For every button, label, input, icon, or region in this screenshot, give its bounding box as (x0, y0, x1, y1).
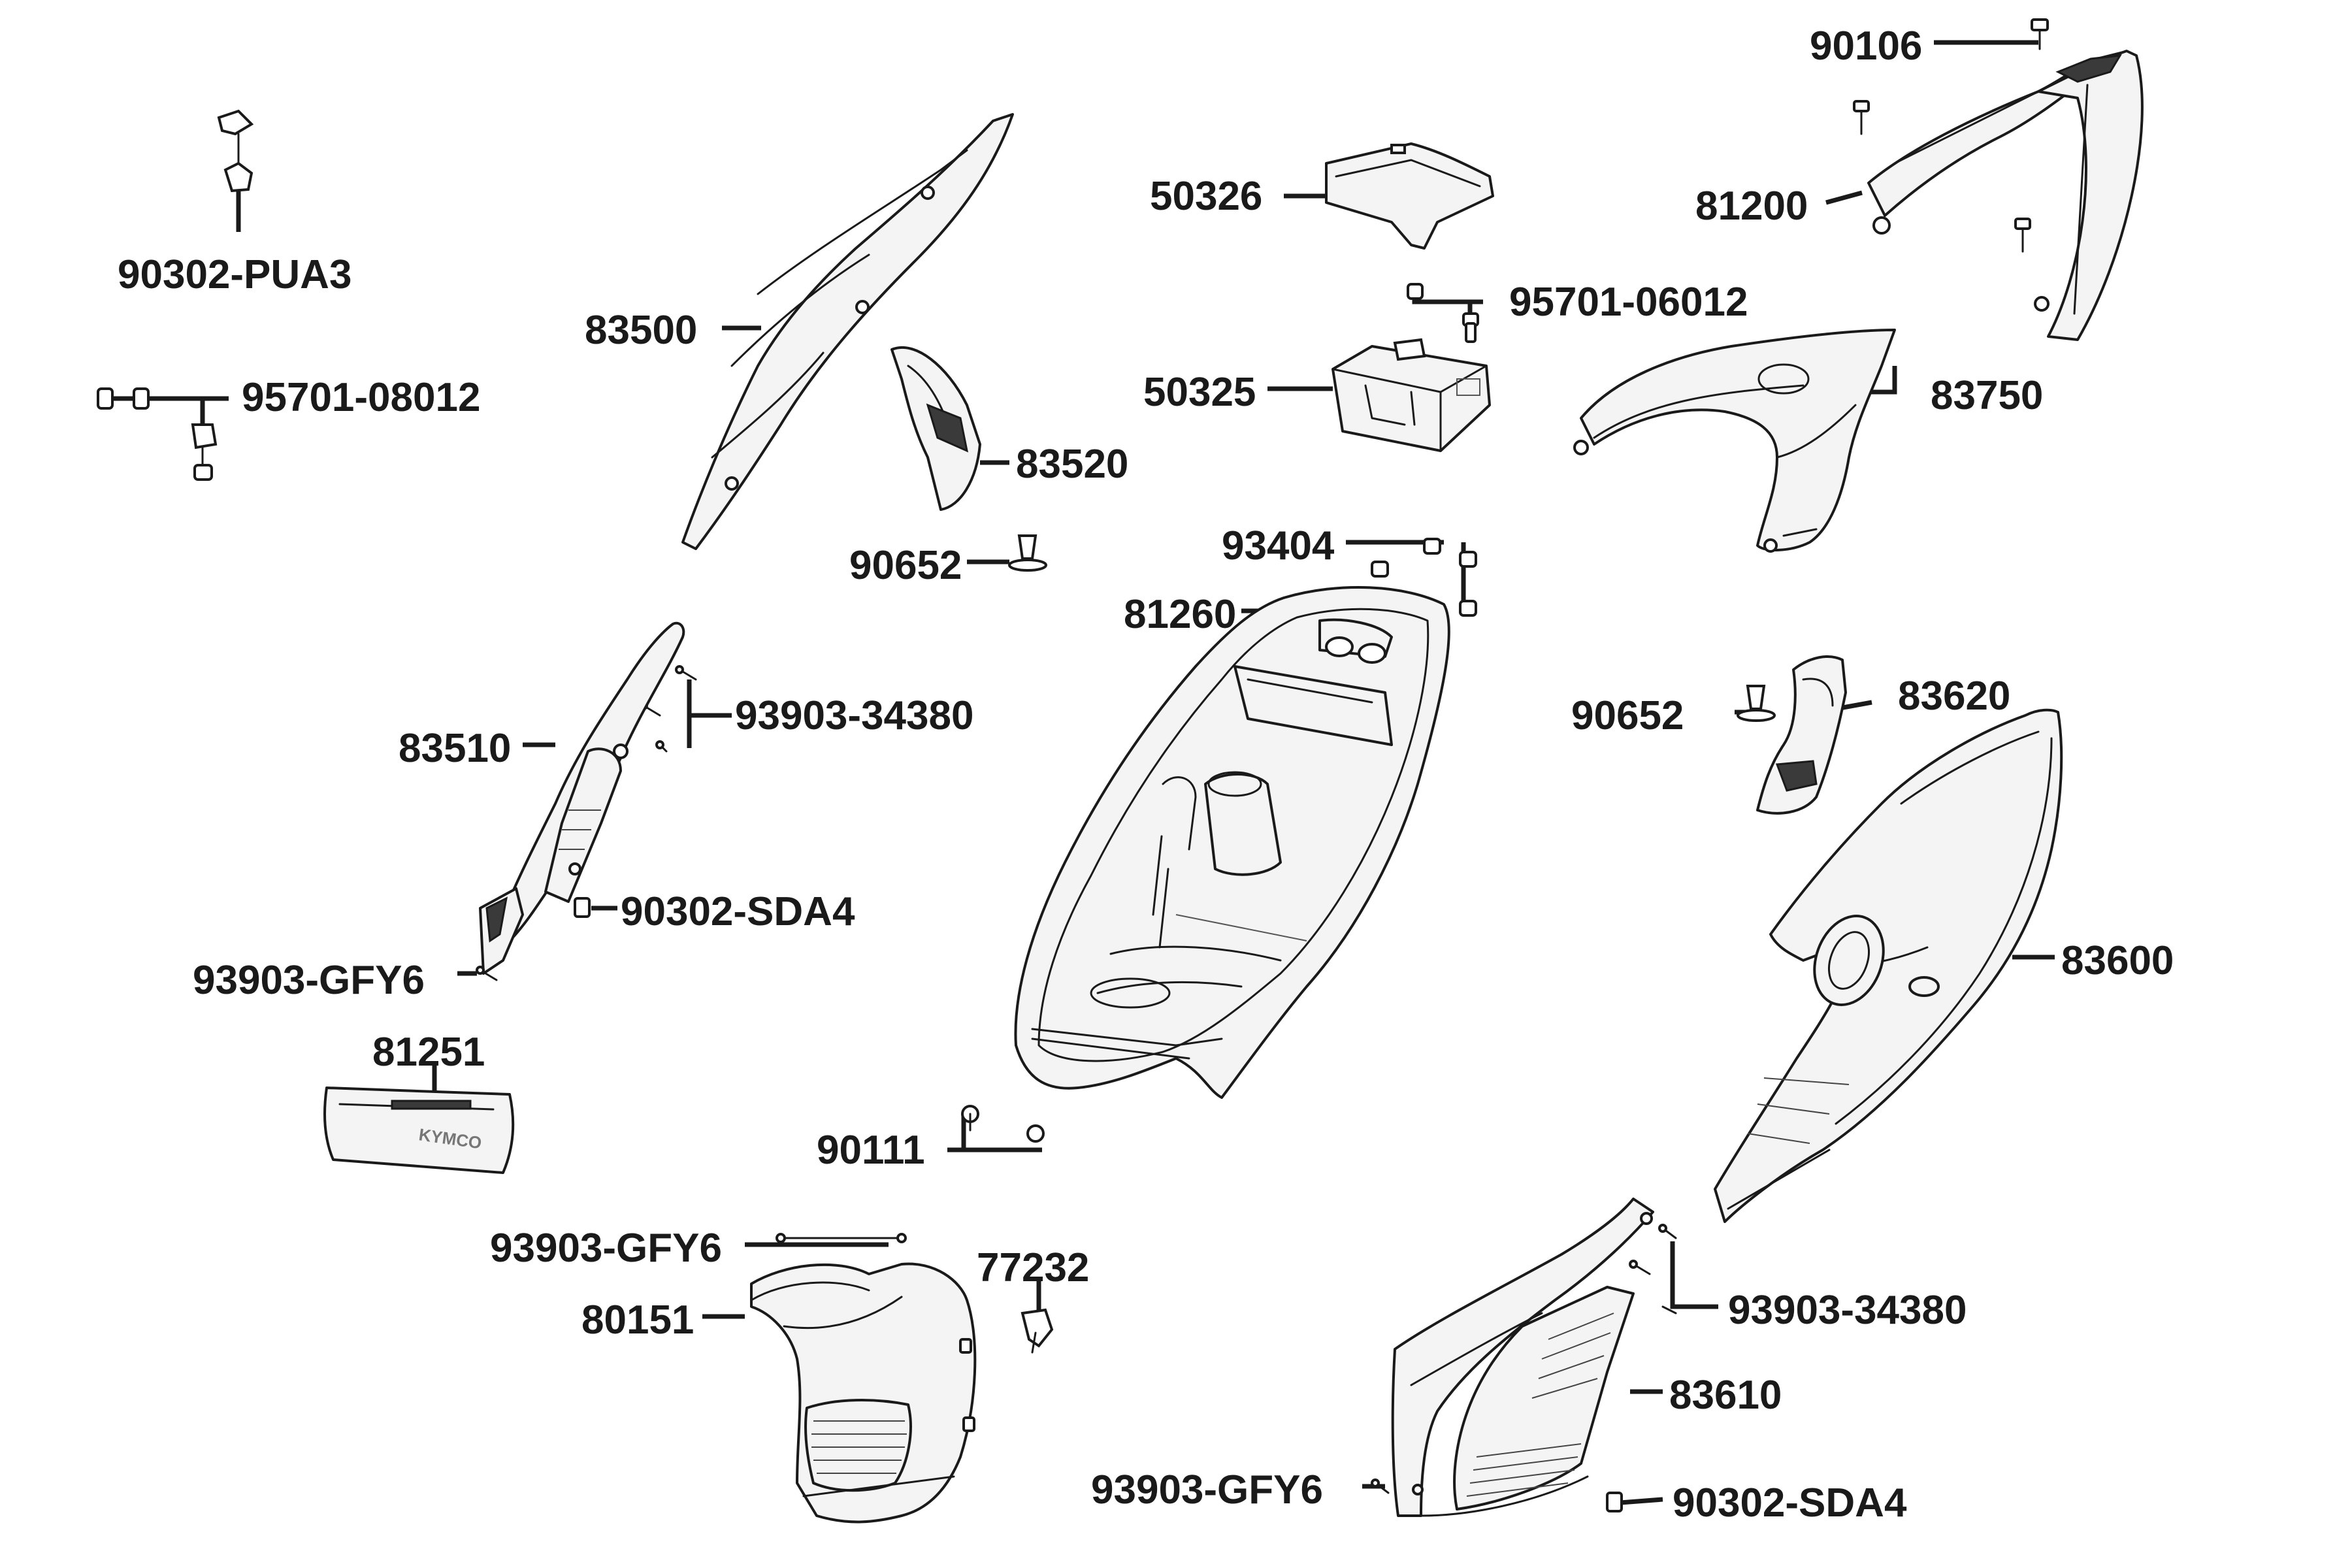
part-81260-helmet-box (1014, 585, 1450, 1099)
bolt-95701-06012 (1407, 283, 1479, 343)
callout-83750: 83750 (1931, 373, 2044, 418)
part-83620-panel (1756, 655, 1847, 815)
part-50326-battery-cover (1325, 142, 1494, 250)
screw-93903-GFY6-lower (1371, 1478, 1390, 1494)
part-81251-emblem-panel: KYMCO (323, 1086, 515, 1174)
callout-83510: 83510 (399, 726, 512, 771)
screw-90111 (961, 1105, 1045, 1143)
part-83510-side-cover (479, 621, 685, 975)
callout-81260: 81260 (1124, 592, 1237, 637)
callout-81200: 81200 (1695, 184, 1808, 229)
callout-90652-right: 90652 (1571, 693, 1684, 738)
part-83610-side-cover (1391, 1198, 1654, 1517)
clip-90302-SDA4-left (574, 897, 591, 918)
callout-50326: 50326 (1150, 174, 1263, 219)
callout-83600: 83600 (2061, 938, 2174, 983)
callout-90652-left: 90652 (849, 543, 962, 588)
screw-93903-34380-right (1629, 1224, 1677, 1315)
callout-50325: 50325 (1143, 370, 1256, 415)
callout-93404: 93404 (1222, 523, 1335, 568)
part-83600-side-cover (1714, 708, 2063, 1223)
callout-93903-GFY6-lower: 93903-GFY6 (1091, 1467, 1323, 1512)
callout-93903-GFY6-top: 93903-GFY6 (490, 1226, 722, 1271)
part-83500-side-cover (681, 113, 1014, 550)
callout-83520: 83520 (1016, 442, 1129, 487)
callout-81251: 81251 (372, 1030, 485, 1075)
bolt-93404 (1371, 538, 1477, 617)
part-83750-rear-cover (1573, 329, 1896, 553)
bolt-90106 (2031, 18, 2049, 50)
callout-93903-GFY6-left: 93903-GFY6 (193, 958, 425, 1003)
callout-90111: 90111 (817, 1128, 925, 1173)
rivet-90652-right (1737, 685, 1776, 722)
callout-95701-06012: 95701-06012 (1509, 280, 1748, 325)
bolt-95701-08012 (97, 387, 218, 481)
clip-77232 (1021, 1308, 1054, 1354)
part-83520-panel (890, 346, 981, 511)
callout-83610: 83610 (1669, 1373, 1782, 1418)
callout-83500: 83500 (585, 308, 698, 353)
callout-93903-34380-left: 93903-34380 (735, 693, 974, 738)
callout-95701-08012: 95701-08012 (242, 375, 481, 420)
part-50325-battery-box (1331, 338, 1491, 452)
callout-90302-SDA4-right: 90302-SDA4 (1673, 1480, 1907, 1526)
callout-83620: 83620 (1898, 674, 2011, 719)
screw-93903-GFY6-top (776, 1233, 907, 1243)
fastener-90302-PUA3 (217, 109, 254, 193)
callout-77232: 77232 (977, 1245, 1090, 1290)
clip-90302-SDA4-right (1606, 1492, 1623, 1512)
part-81200-grab-rail (1853, 50, 2144, 341)
screw-93903-GFY6-left (476, 966, 498, 981)
callout-93903-34380-right: 93903-34380 (1728, 1288, 1967, 1333)
callout-90302-SDA4-left: 90302-SDA4 (621, 889, 855, 934)
callout-90302-PUA3: 90302-PUA3 (118, 252, 352, 297)
callout-90106: 90106 (1810, 24, 1923, 69)
callout-80151: 80151 (581, 1298, 694, 1343)
part-80151-front-cover (750, 1262, 977, 1524)
rivet-90652-left (1008, 534, 1047, 572)
